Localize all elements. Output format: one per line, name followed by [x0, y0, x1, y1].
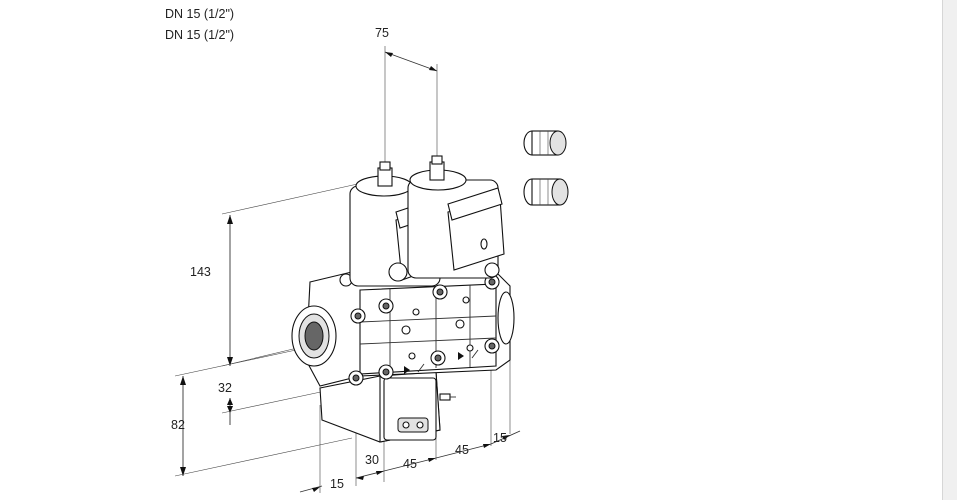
valve-assembly [291, 130, 569, 443]
header-line-2: DN 15 (1/2") [165, 28, 235, 42]
solenoid-right [407, 155, 505, 279]
dim-bottom-mid-1: 30 [365, 453, 379, 467]
dim-bottom-mid-2: 45 [403, 457, 417, 471]
cable-gland-bottom [523, 178, 569, 206]
cable-gland-top [523, 130, 567, 156]
dim-height-total: 143 [190, 265, 211, 279]
dim-height-base: 82 [171, 418, 185, 432]
dim-height-lower: 32 [218, 381, 232, 395]
dim-bottom-right: 15 [493, 431, 507, 445]
scrollbar-track[interactable] [942, 0, 957, 500]
dimension-lines [174, 46, 521, 493]
dim-bottom-left: 15 [330, 477, 344, 491]
dim-top-spacing: 75 [375, 26, 389, 40]
header-line-1: DN 15 (1/2") [165, 7, 235, 21]
screw-set [339, 273, 500, 386]
dim-bottom-mid-3: 45 [455, 443, 469, 457]
